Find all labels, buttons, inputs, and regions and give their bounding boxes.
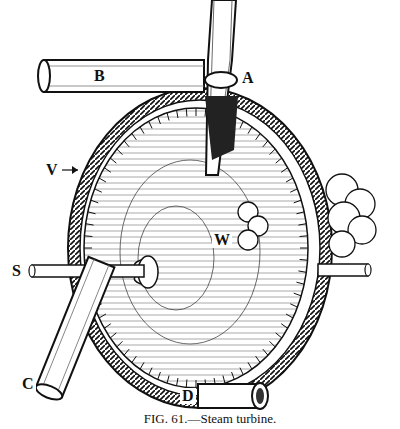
blade-stroke: [205, 109, 207, 117]
blade-stroke: [300, 259, 308, 261]
blade-stroke: [256, 133, 261, 140]
blade-stroke: [177, 110, 178, 118]
blade-stroke: [256, 356, 261, 363]
blade-stroke: [86, 224, 94, 225]
part-letter: W: [212, 232, 232, 248]
blade-stroke: [140, 127, 144, 134]
blade-stroke: [298, 224, 306, 225]
blade-stroke: [263, 349, 268, 355]
blade-stroke: [298, 271, 306, 272]
blade-stroke: [248, 362, 252, 369]
blade-stroke: [196, 108, 197, 116]
blade-stroke: [290, 189, 297, 192]
blade-stroke: [232, 372, 235, 380]
blade-stroke: [248, 127, 252, 134]
blade-stroke: [84, 235, 92, 237]
blade-stroke: [294, 200, 302, 203]
blade-stroke: [286, 314, 293, 318]
blade-stroke: [240, 121, 243, 128]
blade-stroke: [223, 376, 225, 384]
blade-stroke: [99, 178, 106, 182]
blade-stroke: [177, 378, 178, 386]
part-letter: B: [92, 68, 107, 84]
blade-stroke: [276, 158, 282, 163]
blade-stroke: [149, 121, 152, 128]
blade-stroke: [167, 113, 169, 121]
part-letter: S: [10, 263, 23, 279]
blade-stroke: [117, 149, 123, 155]
blade-stroke: [296, 282, 304, 284]
part-letter: V: [44, 162, 60, 178]
blade-stroke: [91, 200, 99, 203]
blade-stroke: [140, 362, 144, 369]
blade-stroke: [104, 324, 111, 329]
blade-stroke: [99, 314, 106, 318]
part-letter: D: [180, 388, 196, 404]
blade-stroke: [300, 248, 308, 249]
blade-stroke: [290, 304, 297, 307]
blade-stroke: [281, 168, 288, 173]
part-letter: C: [20, 376, 36, 392]
blade-stroke: [296, 212, 304, 214]
blade-stroke: [104, 168, 111, 173]
blade-stroke: [124, 141, 129, 147]
blade-stroke: [110, 158, 116, 163]
blade-stroke: [270, 149, 276, 155]
blade-stroke: [167, 376, 169, 384]
blade-stroke: [270, 341, 276, 347]
blade-stroke: [110, 333, 116, 338]
blade-stroke: [94, 189, 101, 192]
blade-stroke: [276, 333, 282, 338]
blade-stroke: [88, 212, 96, 214]
blade-stroke: [124, 349, 129, 355]
blade-stroke: [196, 380, 197, 388]
blade-stroke: [300, 235, 308, 237]
figure-caption: FIG. 61.—Steam turbine.: [144, 411, 277, 426]
blade-stroke: [117, 341, 123, 347]
blade-stroke: [158, 372, 161, 380]
blade-stroke: [132, 133, 137, 140]
blade-stroke: [186, 109, 188, 117]
blade-stroke: [240, 368, 243, 375]
blade-stroke: [263, 141, 268, 147]
blade-stroke: [132, 356, 137, 363]
part-letter: A: [240, 70, 256, 86]
blade-stroke: [281, 324, 288, 329]
blade-stroke: [84, 248, 92, 249]
blade-stroke: [286, 178, 293, 182]
blade-stroke: [186, 379, 188, 387]
blade-stroke: [149, 368, 152, 375]
blade-stroke: [158, 116, 161, 124]
blade-stroke: [294, 293, 302, 296]
